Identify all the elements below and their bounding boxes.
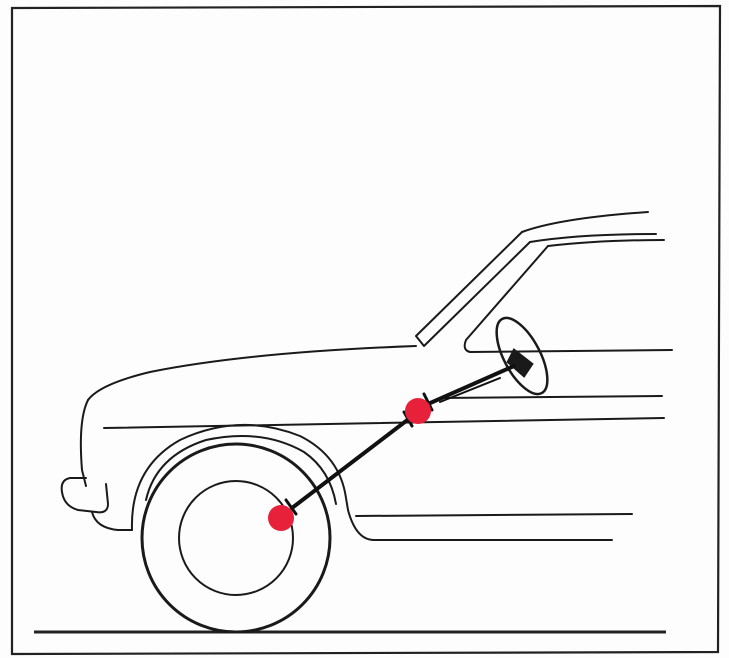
wheel-arch-inner [145,435,337,505]
joint-markers [268,398,431,531]
door-line [439,395,663,399]
column-upper-tube [439,377,501,403]
front-wheel [140,442,332,634]
universal-joint-marker-lower [268,505,294,531]
lower-joint-bracket [284,498,298,516]
side-window-frame [463,245,673,353]
sill-line [347,509,613,541]
steering-wheel-hub [506,348,534,378]
side-window-inner [547,239,665,247]
steering-column [284,364,516,516]
roof-inner-line [529,233,657,243]
bumper-lower [91,511,133,531]
tire-outer [140,442,332,634]
sill-upper-line [355,513,633,517]
wheel-rim [178,480,294,596]
column-lower-shaft [290,416,412,510]
steering-wheel-icon [495,316,549,396]
hood-line [87,345,417,401]
universal-joint-marker-upper [405,398,431,424]
body-belt-line [103,417,665,429]
upper-joint-bracket-a [422,392,434,412]
column-upper-shaft [426,364,516,406]
front-bumper [60,477,109,514]
frame-border [10,4,722,656]
roof-line [521,211,649,233]
car-body [60,211,673,541]
steering-wheel-rim [495,316,549,396]
windscreen-outer [415,231,531,347]
wheel-arch-outer [130,424,349,531]
front-fascia [79,399,89,487]
